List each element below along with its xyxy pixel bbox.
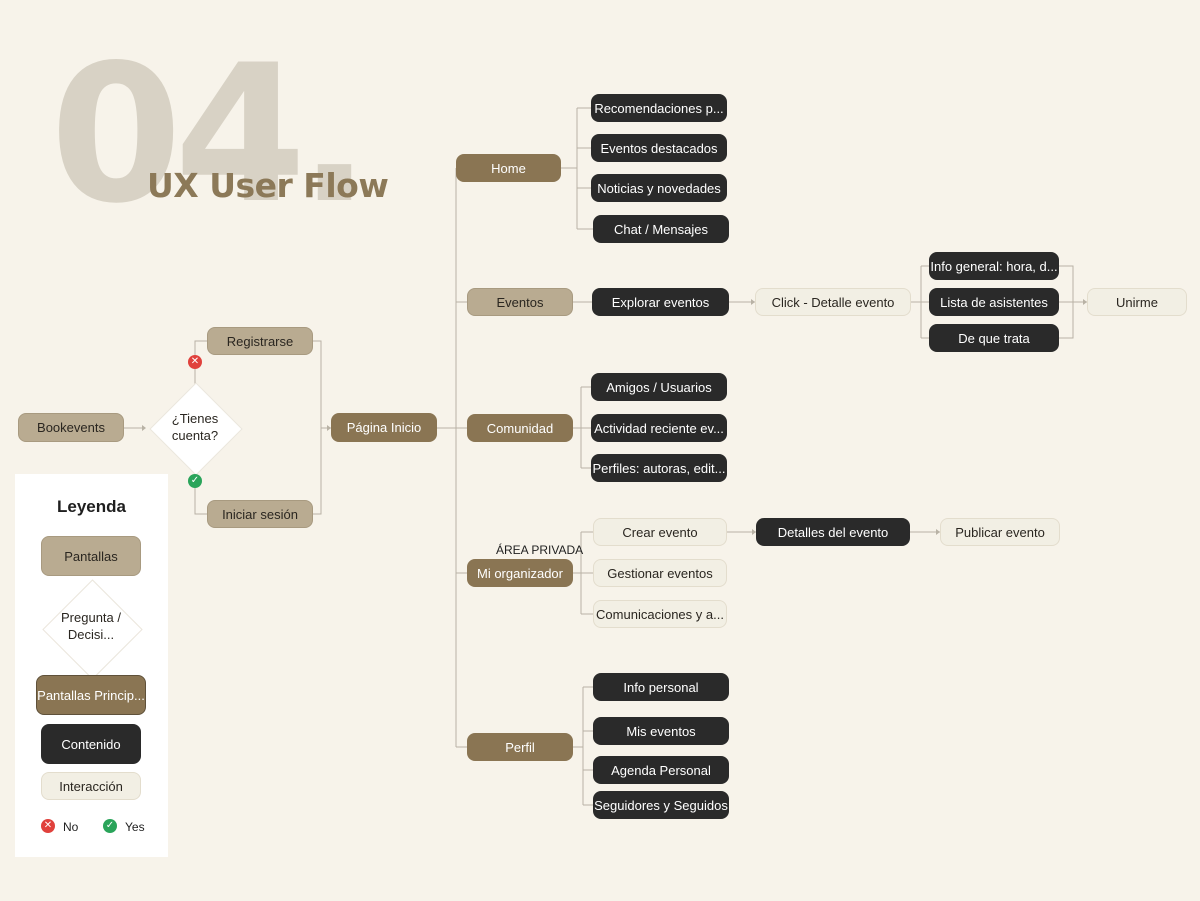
legend-yes-label: Yes: [125, 820, 145, 834]
legend-panel: Leyenda Pantallas Pregunta / Decisi... P…: [15, 474, 168, 857]
section-number: 04.: [50, 24, 371, 245]
profile-item: Seguidores y Seguidos: [593, 791, 729, 819]
event-detail-item: De que trata: [929, 324, 1059, 352]
community-item: Perfiles: autoras, edit...: [591, 454, 727, 482]
section-home: Home: [456, 154, 561, 182]
question-label: ¿Tienes cuenta?: [171, 411, 219, 443]
profile-item: Mis eventos: [593, 717, 729, 745]
page-title: UX User Flow: [147, 166, 389, 205]
home-page-node: Página Inicio: [331, 413, 437, 442]
join-node: Unirme: [1087, 288, 1187, 316]
profile-item: Agenda Personal: [593, 756, 729, 784]
legend-main-screens: Pantallas Princip...: [36, 675, 146, 715]
legend-no-icon: ✕: [41, 819, 55, 833]
event-detail-node: Click - Detalle evento: [755, 288, 911, 316]
no-icon: ✕: [188, 355, 202, 369]
home-item: Eventos destacados: [591, 134, 727, 162]
legend-question-label: Pregunta / Decisi...: [61, 610, 121, 642]
start-node-bookevents: Bookevents: [18, 413, 124, 442]
home-item: Chat / Mensajes: [593, 215, 729, 243]
section-eventos: Eventos: [467, 288, 573, 316]
event-detail-item: Lista de asistentes: [929, 288, 1059, 316]
organizer-item: Crear evento: [593, 518, 727, 546]
register-node: Registrarse: [207, 327, 313, 355]
explore-events-node: Explorar eventos: [592, 288, 729, 316]
private-area-label: ÁREA PRIVADA: [496, 543, 584, 557]
home-item: Noticias y novedades: [591, 174, 727, 202]
legend-content: Contenido: [41, 724, 141, 764]
section-organizador: Mi organizador: [467, 559, 573, 587]
section-perfil: Perfil: [467, 733, 573, 761]
legend-screens: Pantallas: [41, 536, 141, 576]
yes-icon: ✓: [188, 474, 202, 488]
login-node: Iniciar sesión: [207, 500, 313, 528]
publish-event-node: Publicar evento: [940, 518, 1060, 546]
profile-item: Info personal: [593, 673, 729, 701]
legend-interaction: Interacción: [41, 772, 141, 800]
event-detail-item: Info general: hora, d...: [929, 252, 1059, 280]
home-item: Recomendaciones p...: [591, 94, 727, 122]
legend-yes-icon: ✓: [103, 819, 117, 833]
organizer-item: Comunicaciones y a...: [593, 600, 727, 628]
legend-title: Leyenda: [57, 497, 126, 516]
event-details-node: Detalles del evento: [756, 518, 910, 546]
community-item: Amigos / Usuarios: [591, 373, 727, 401]
community-item: Actividad reciente ev...: [591, 414, 727, 442]
section-comunidad: Comunidad: [467, 414, 573, 442]
legend-no-label: No: [63, 820, 79, 834]
organizer-item: Gestionar eventos: [593, 559, 727, 587]
